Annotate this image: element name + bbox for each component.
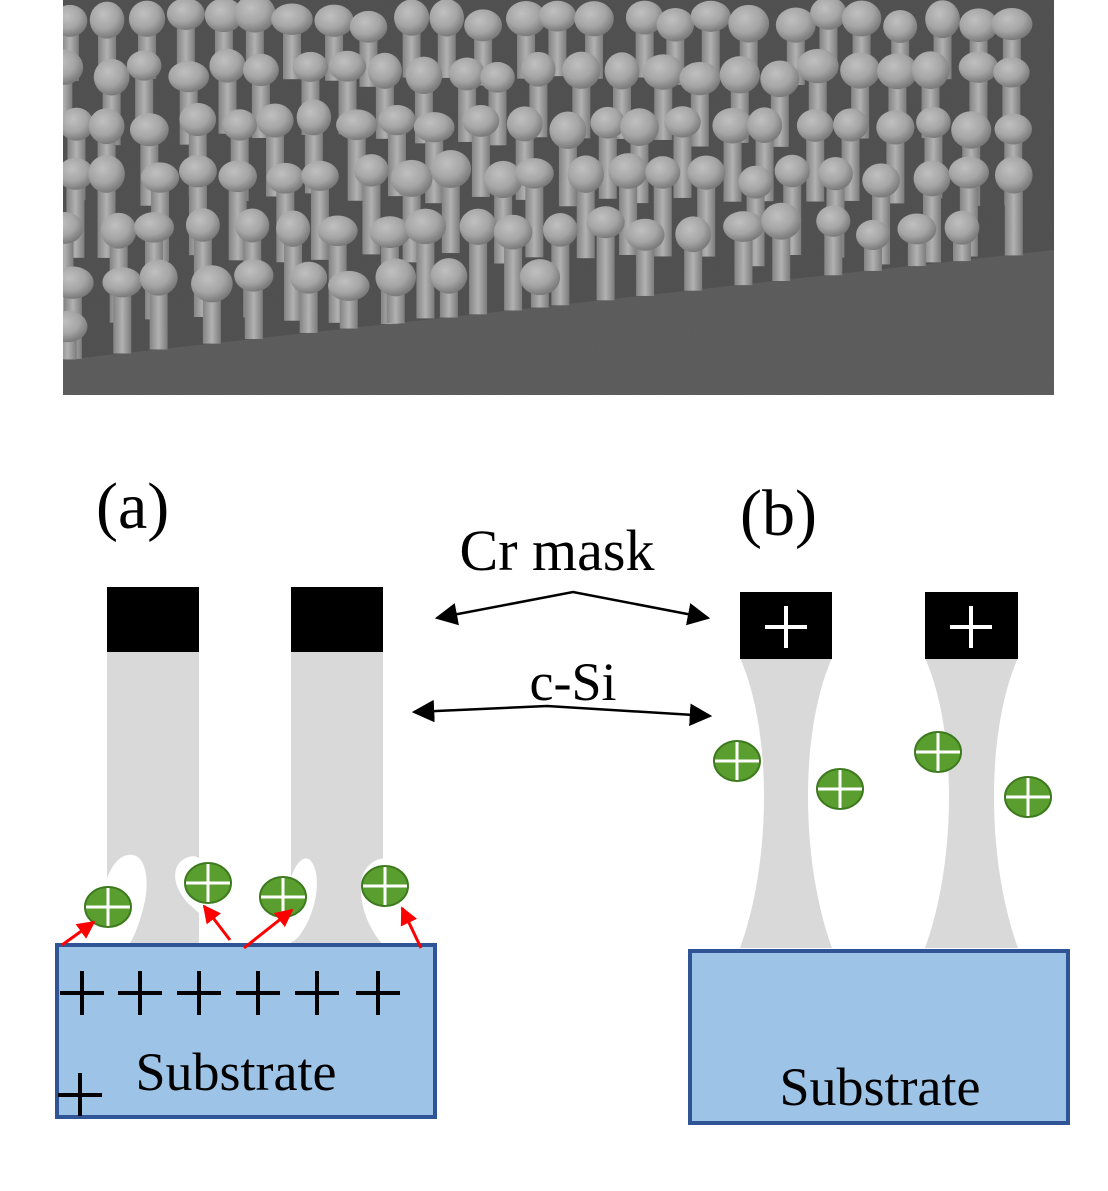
positive-ion-icon xyxy=(361,865,409,907)
positive-ion-icon xyxy=(184,862,232,904)
plus-charge-icon xyxy=(295,971,339,1015)
positive-ion-icon xyxy=(816,768,864,810)
plus-charge-icon xyxy=(177,971,221,1015)
panel-b-label: (b) xyxy=(740,477,817,550)
c-si-label: c-Si xyxy=(530,652,617,712)
positive-ion-icon xyxy=(259,876,307,918)
panel-b: (b) xyxy=(688,477,1070,1125)
substrate-charges-a xyxy=(58,971,400,1116)
substrate-b xyxy=(688,949,1070,1125)
plus-charge-icon xyxy=(765,606,807,648)
red-arrow-icon xyxy=(202,904,232,941)
plus-charge-icon xyxy=(236,971,280,1015)
positive-ion-icon xyxy=(1004,776,1052,818)
positive-ion-icon xyxy=(84,886,132,928)
substrate-a-label: Substrate xyxy=(136,1042,337,1102)
cr-mask-a1 xyxy=(107,587,199,652)
panel-a-label: (a) xyxy=(96,470,169,543)
substrate-b-label: Substrate xyxy=(780,1057,981,1117)
sem-micrograph xyxy=(63,0,1054,395)
pillar-b1 xyxy=(740,658,832,948)
cr-mask-a2 xyxy=(291,587,383,652)
pillar-b2 xyxy=(925,658,1018,948)
panel-a: (a) Substrate xyxy=(55,470,437,1119)
red-arrow-icon xyxy=(400,906,423,949)
positive-ion-icon xyxy=(914,731,962,773)
plus-charge-icon xyxy=(58,1073,102,1116)
ions-a xyxy=(84,862,409,928)
red-arrow-icon xyxy=(243,908,294,950)
plus-charge-icon xyxy=(950,606,992,648)
plus-charge-icon xyxy=(118,971,162,1015)
ions-b xyxy=(713,731,1052,818)
plus-charge-icon xyxy=(60,971,104,1015)
substrate-a xyxy=(55,943,437,1119)
c-si-arrow xyxy=(411,699,713,726)
positive-ion-icon xyxy=(713,740,761,782)
red-arrow-icon xyxy=(61,920,96,947)
deflection-arrows-a xyxy=(61,904,423,950)
cr-mask-arrow xyxy=(434,590,711,626)
annotations: Cr mask c-Si xyxy=(411,518,713,726)
cr-mask-label: Cr mask xyxy=(460,518,655,583)
plus-charge-icon xyxy=(356,971,400,1015)
